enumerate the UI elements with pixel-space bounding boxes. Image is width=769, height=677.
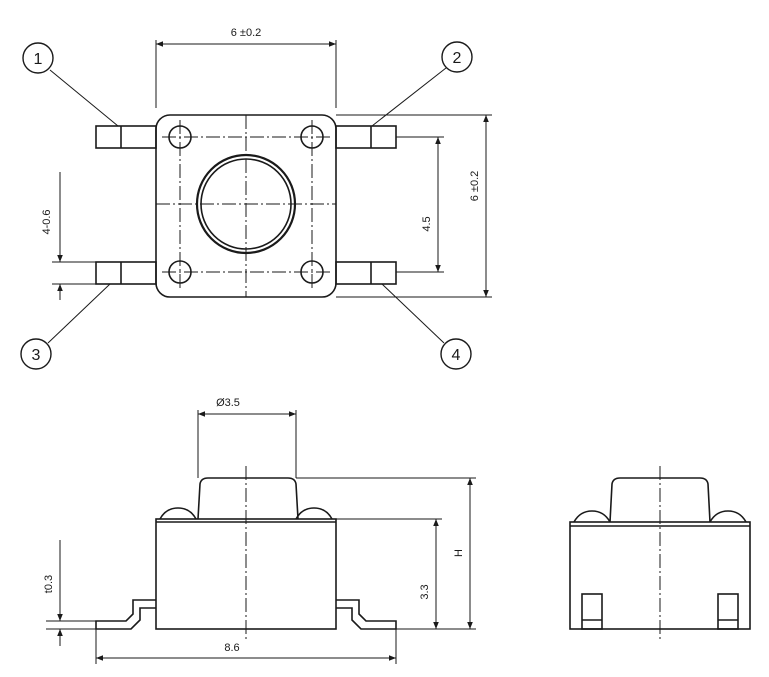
pin-1-label: 1 xyxy=(34,51,43,68)
dim-lead-label: 4-0.6 xyxy=(41,209,53,234)
dim-width-label: 6 ±0.2 xyxy=(231,27,262,39)
dim-button-label: Ø3.5 xyxy=(216,397,240,409)
top-view: 6 ±0.2 6 ±0.2 4.5 4-0.6 1 2 3 4 xyxy=(20,27,492,370)
lead-4 xyxy=(335,261,397,285)
dim-total-height-label: H xyxy=(453,549,465,557)
pin-4-label: 4 xyxy=(452,347,461,364)
side-view xyxy=(569,466,751,640)
lead-3 xyxy=(95,261,157,285)
lead-2 xyxy=(335,125,397,149)
front-lead-left xyxy=(95,599,156,630)
side-lead-right xyxy=(717,593,739,630)
front-view: Ø3.5 8.6 3.3 H t0.3 xyxy=(43,397,476,664)
dim-thickness-label: t0.3 xyxy=(43,575,55,593)
lead-1 xyxy=(95,125,157,149)
dim-height-label: 6 ±0.2 xyxy=(469,171,481,202)
front-button xyxy=(197,477,299,520)
front-lead-right xyxy=(336,599,397,630)
dim-body-height-label: 3.3 xyxy=(419,584,431,599)
side-lead-left xyxy=(581,593,603,630)
pin-2-label: 2 xyxy=(453,50,462,67)
dim-pitch-label: 4.5 xyxy=(421,216,433,231)
pin-3-label: 3 xyxy=(32,347,41,364)
dim-length-label: 8.6 xyxy=(224,642,239,654)
